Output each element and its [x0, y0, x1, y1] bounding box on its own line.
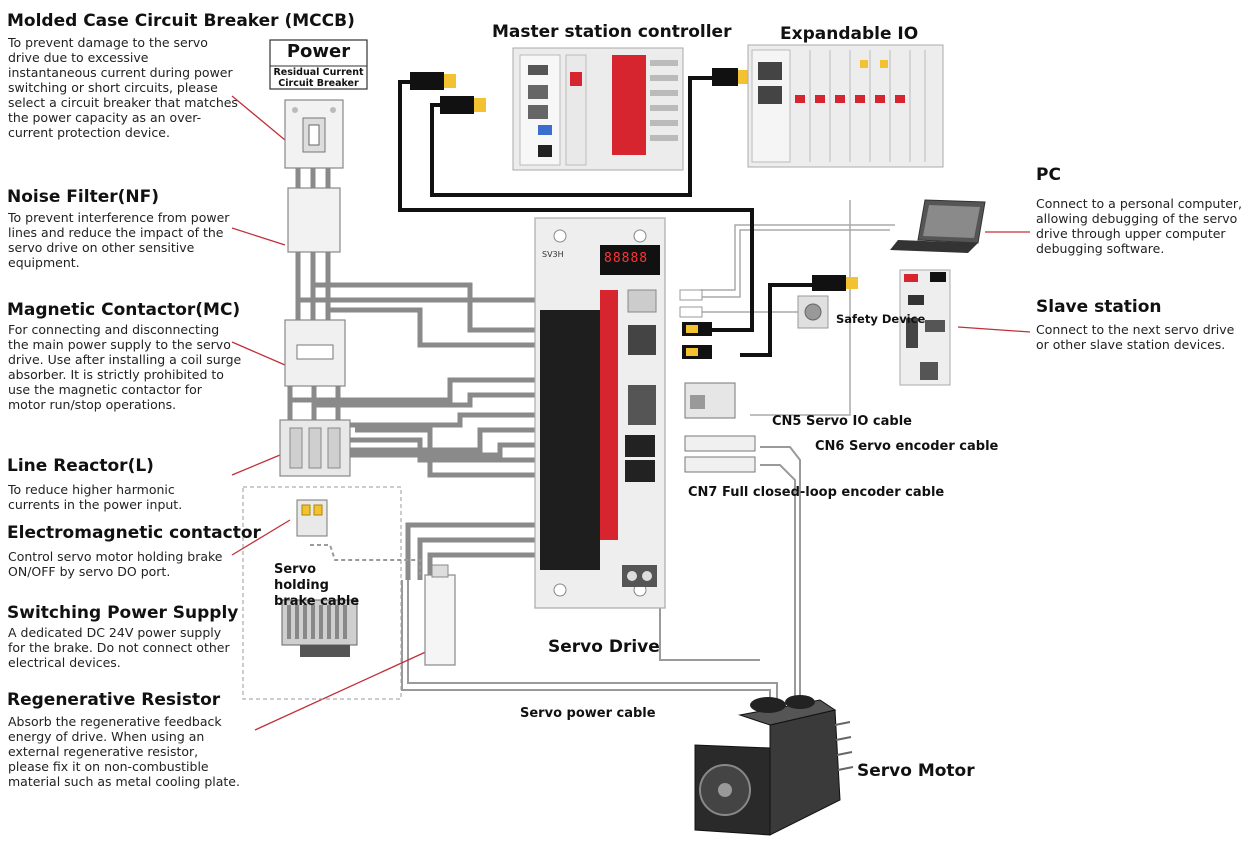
- power-box-subtitle: Residual Current Circuit Breaker: [270, 67, 367, 89]
- mccb-desc: To prevent damage to the servo drive due…: [8, 35, 238, 140]
- emc-desc: Control servo motor holding brake ON/OFF…: [8, 549, 236, 579]
- relay-device: [297, 500, 327, 536]
- line-reactor-device: [280, 420, 350, 476]
- reactor-desc: To reduce higher harmonic currents in th…: [8, 482, 223, 512]
- pc-title: PC: [1036, 165, 1061, 185]
- drive-model-label: SV3H: [542, 250, 564, 259]
- regenerative-resistor-device: [425, 565, 455, 665]
- mc-title: Magnetic Contactor(MC): [7, 300, 240, 320]
- master-controller-device: [513, 48, 683, 170]
- mc-desc: For connecting and disconnecting the mai…: [8, 322, 243, 412]
- emc-title: Electromagnetic contactor: [7, 523, 261, 543]
- pc-desc: Connect to a personal computer, allowing…: [1036, 196, 1246, 256]
- safety-device: [798, 296, 828, 328]
- magnetic-contactor-device: [285, 320, 345, 386]
- reactor-title: Line Reactor(L): [7, 456, 154, 476]
- slave-station-device: [900, 270, 950, 385]
- cn7-label: CN7 Full closed-loop encoder cable: [688, 485, 944, 500]
- regen-title: Regenerative Resistor: [7, 690, 220, 710]
- master-title: Master station controller: [492, 22, 731, 42]
- mccb-device: [285, 100, 343, 168]
- expand-io-title: Expandable IO: [780, 24, 918, 44]
- laptop-device: [890, 200, 985, 253]
- sps-title: Switching Power Supply: [7, 603, 238, 623]
- nf-desc: To prevent interference from power lines…: [8, 210, 233, 270]
- noise-filter-device: [288, 188, 340, 252]
- servo-motor-label: Servo Motor: [857, 761, 975, 781]
- slave-desc: Connect to the next servo drive or other…: [1036, 322, 1246, 352]
- cn6-label: CN6 Servo encoder cable: [815, 439, 998, 454]
- cn-connectors: [680, 290, 755, 472]
- servo-drive-device: [535, 218, 665, 608]
- regen-desc: Absorb the regenerative feedback energy …: [8, 714, 240, 789]
- power-box-title: Power: [270, 41, 367, 62]
- expandable-io-device: [748, 45, 943, 167]
- nf-title: Noise Filter(NF): [7, 187, 159, 207]
- mccb-title: Molded Case Circuit Breaker (MCCB): [7, 11, 355, 31]
- drive-display: 88888: [604, 251, 648, 266]
- sps-desc: A dedicated DC 24V power supply for the …: [8, 625, 236, 670]
- power-cable-label: Servo power cable: [520, 706, 656, 721]
- brake-cable-label: Servo holding brake cable: [274, 562, 374, 610]
- slave-ethernet-plug: [812, 275, 858, 291]
- slave-title: Slave station: [1036, 297, 1162, 317]
- servo-motor-device: [695, 695, 853, 835]
- cn5-label: CN5 Servo IO cable: [772, 414, 912, 429]
- safety-label: Safety Device: [836, 312, 925, 327]
- servo-drive-label: Servo Drive: [548, 637, 660, 657]
